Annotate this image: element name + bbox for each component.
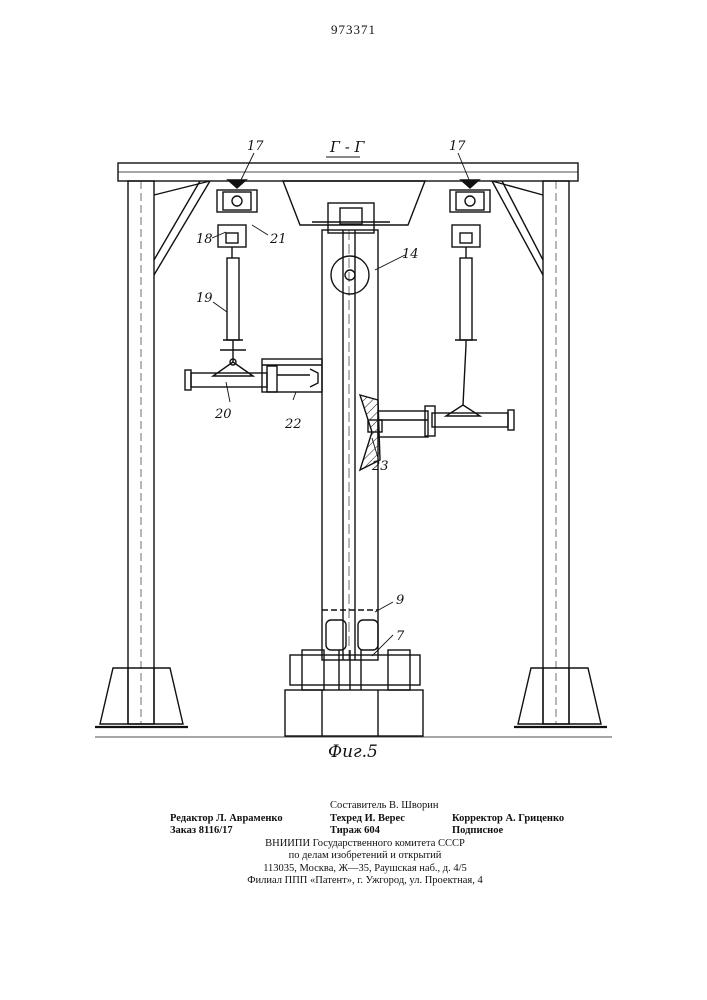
left-carriage [217, 180, 257, 258]
branch: Филиал ППП «Патент», г. Ужгород, ул. Про… [170, 875, 560, 888]
colophon-row-3: Заказ 8116/17 Тираж 604 Подписное [170, 825, 560, 838]
address: 113035, Москва, Ж—35, Раушская наб., д. … [170, 863, 560, 876]
left-column [95, 181, 210, 727]
svg-text:Г - Г: Г - Г [329, 138, 366, 156]
org-line-1: ВНИИПИ Государственного комитета СССР [170, 838, 560, 851]
left-arm-20 [185, 366, 277, 392]
callout-18: 18 [196, 232, 213, 247]
callout-14: 14 [402, 247, 419, 262]
technical-drawing-fig5: Г - Г 17 17 18 21 14 19 20 22 23 9 7 Фиг… [0, 0, 707, 790]
section-mark: Г - Г [326, 138, 366, 157]
lower-carriage-9 [322, 610, 378, 650]
right-cylinder [446, 258, 480, 416]
right-arm [425, 406, 514, 436]
base-platform [285, 690, 423, 736]
corrector: Корректор А. Гриценко [452, 813, 564, 826]
techred: Техред И. Верес [330, 813, 405, 826]
org-line-2: по делам изобретений и открытий [170, 850, 560, 863]
figure-caption: Фиг.5 [328, 742, 378, 762]
callout-9: 9 [396, 593, 404, 608]
gantry-beam [118, 163, 578, 181]
callout-21: 21 [269, 232, 287, 247]
right-column [492, 181, 607, 727]
callout-20: 20 [214, 407, 232, 422]
left-gripper-22 [262, 359, 322, 392]
colophon: Составитель В. Шворин Редактор Л. Авраме… [170, 800, 560, 888]
editor: Редактор Л. Авраменко [170, 813, 283, 826]
left-cylinder-19 [213, 258, 253, 376]
right-carriage [450, 180, 490, 258]
pulley-14 [331, 255, 405, 294]
callout-22: 22 [284, 417, 302, 432]
leader-lines [212, 153, 470, 656]
callout-19: 19 [196, 291, 213, 306]
callout-23: 23 [371, 459, 389, 474]
colophon-row-1: Составитель В. Шворин [170, 800, 560, 813]
subscription: Подписное [452, 825, 503, 838]
compiler: Составитель В. Шворин [330, 800, 439, 813]
colophon-row-2: Редактор Л. Авраменко Техред И. Верес Ко… [170, 813, 560, 826]
order: Заказ 8116/17 [170, 825, 233, 838]
callout-17-right: 17 [449, 139, 466, 154]
callout-17-left: 17 [247, 139, 264, 154]
circulation: Тираж 604 [330, 825, 380, 838]
callout-7: 7 [396, 629, 405, 644]
